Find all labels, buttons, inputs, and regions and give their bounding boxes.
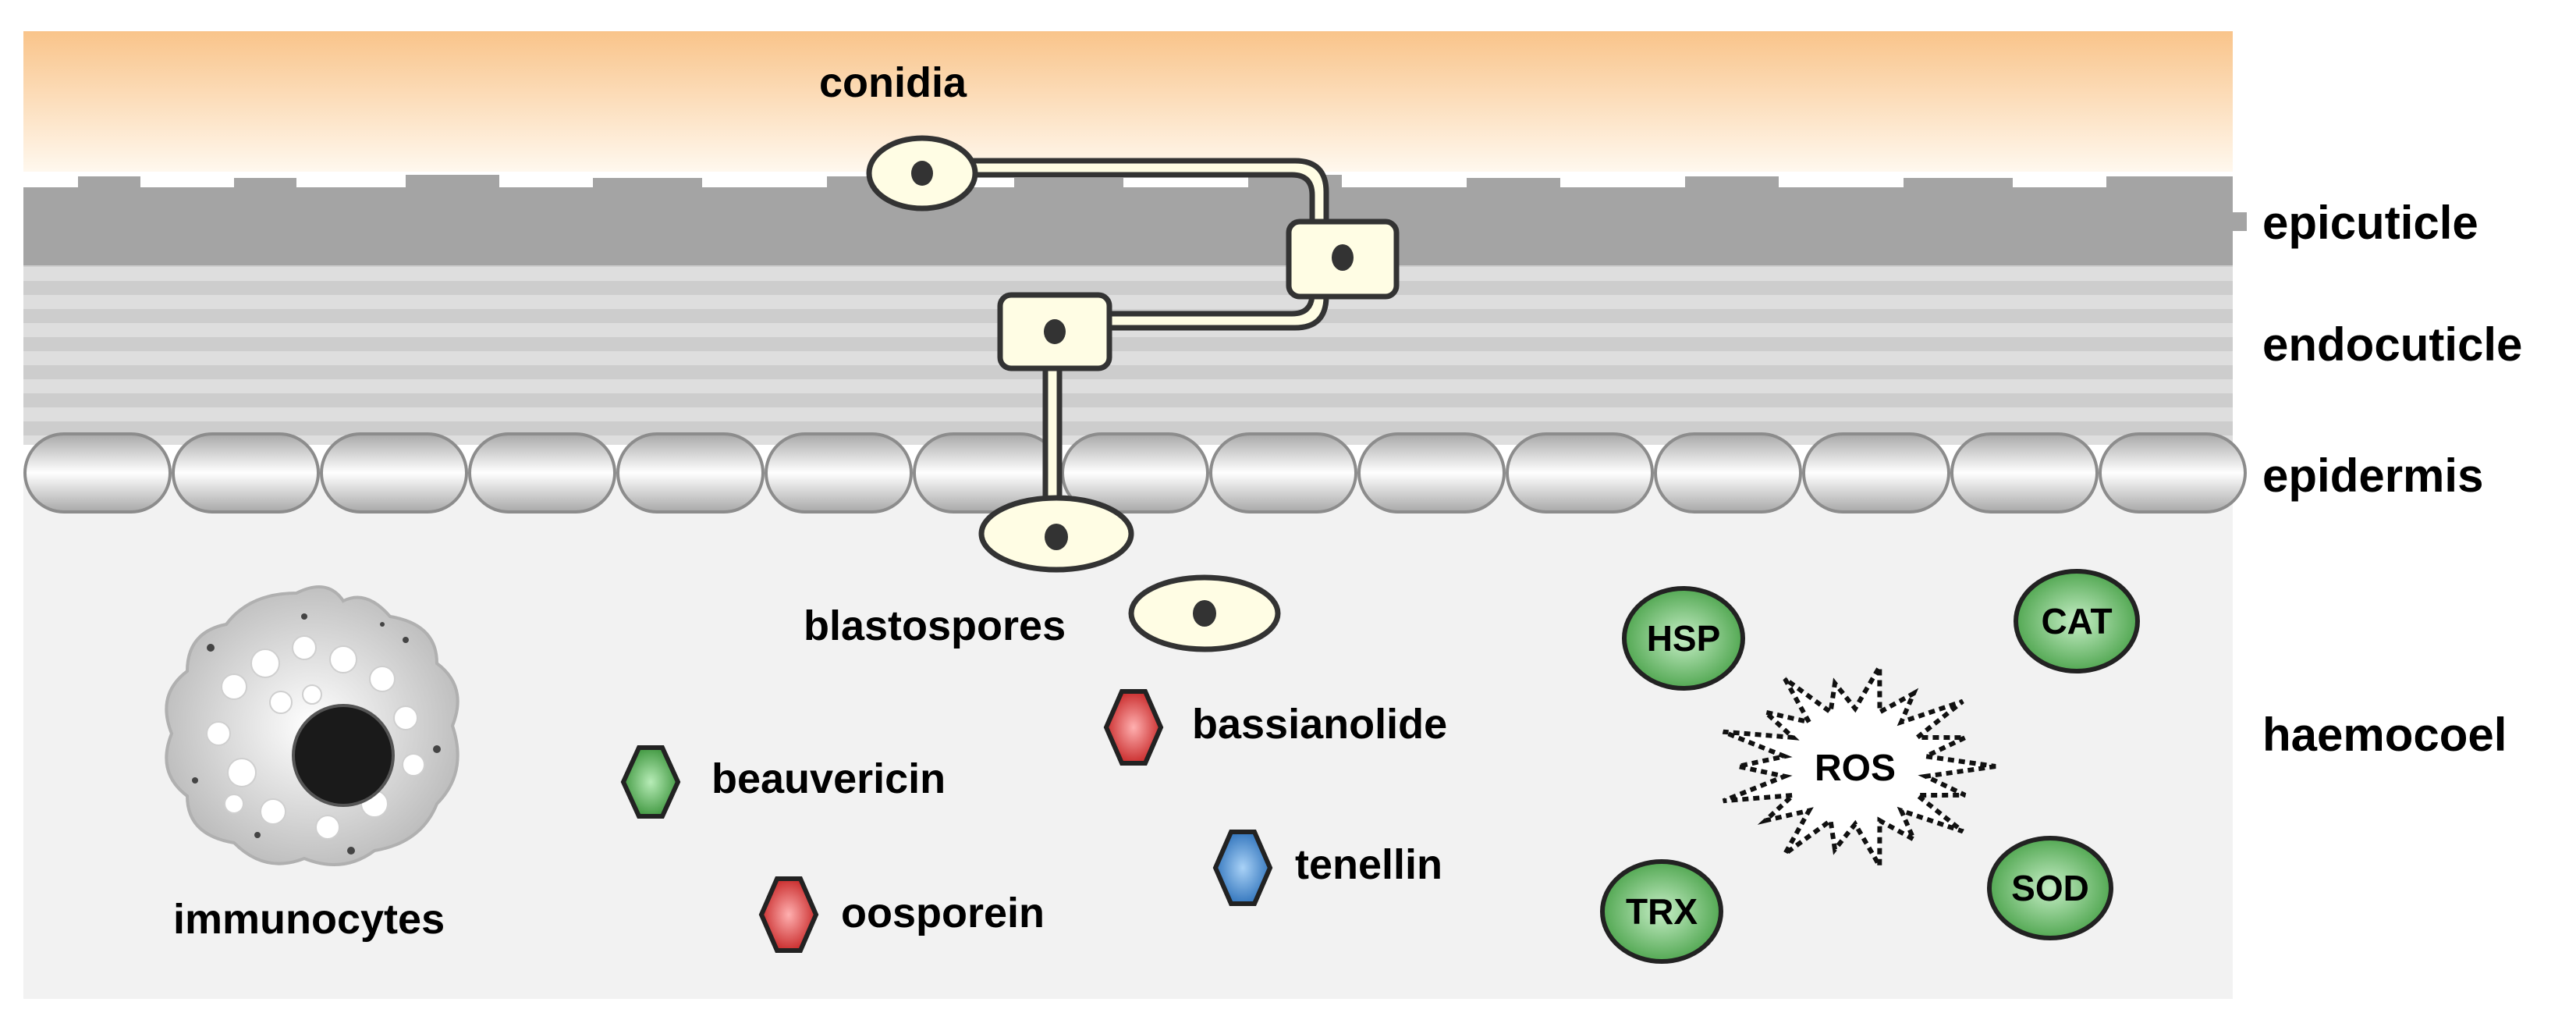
immunocyte-nucleus (292, 704, 395, 807)
bassianolide-hexagon (1103, 689, 1164, 766)
epidermis-cell (1654, 432, 1802, 514)
label-conidia: conidia (819, 59, 967, 106)
endocuticle-layer (23, 265, 2233, 445)
nucleus (1044, 319, 1066, 344)
cat-oval (2014, 569, 2140, 673)
label-blastospores: blastospores (804, 602, 1066, 649)
antioxidant-enzymes (1600, 569, 2140, 964)
epidermis-cell (1357, 432, 1506, 514)
epidermis-cell (320, 432, 468, 514)
label-beauvericin: beauvericin (711, 755, 946, 802)
trx-oval (1600, 859, 1723, 964)
nucleus (1045, 524, 1068, 550)
epidermis-cell (765, 432, 913, 514)
epidermis-cell (23, 432, 172, 514)
label-cat: CAT (2041, 601, 2112, 641)
label-epidermis: epidermis (2262, 450, 2483, 502)
label-immunocytes: immunocytes (173, 896, 445, 943)
label-sod: SOD (2011, 868, 2089, 908)
hsp-oval (1622, 586, 1745, 691)
labels: epicuticle endocuticle epidermis haemoco… (173, 59, 2522, 943)
epidermis-cell (616, 432, 765, 514)
metabolites (620, 689, 1273, 953)
label-ros: ROS (1815, 748, 1896, 789)
epidermis-cell (2099, 432, 2247, 514)
epidermis-cell (1209, 432, 1357, 514)
label-trx: TRX (1626, 891, 1698, 932)
sod-oval (1987, 836, 2113, 940)
epidermis-cells (23, 432, 2247, 514)
label-tenellin: tenellin (1295, 841, 1442, 888)
label-epicuticle: epicuticle (2262, 197, 2478, 249)
surface-gradient (23, 31, 2233, 172)
nucleus (911, 161, 933, 186)
oosporein-hexagon (758, 876, 819, 953)
beauvericin-hexagon (620, 745, 681, 819)
epidermis-cell (1950, 432, 2099, 514)
epidermis-cell (1506, 432, 1654, 514)
immunocyte-granules (206, 635, 425, 840)
label-oosporein: oosporein (841, 890, 1045, 936)
epidermis-cell (1061, 432, 1209, 514)
label-haemocoel: haemocoel (2262, 709, 2507, 761)
fungal-nuclei (911, 161, 1354, 627)
epidermis-cell (468, 432, 616, 514)
nucleus (1332, 244, 1354, 271)
epidermis-cell (1802, 432, 1950, 514)
ros-burst (1722, 658, 1996, 875)
immunocyte (165, 585, 459, 866)
epidermis-cell (172, 432, 320, 514)
tenellin-hexagon (1212, 830, 1273, 906)
label-bassianolide: bassianolide (1192, 701, 1447, 748)
immunocyte-specks (192, 613, 441, 855)
label-hsp: HSP (1647, 618, 1721, 659)
nucleus (1193, 600, 1216, 627)
epicuticle-layer (23, 175, 2247, 265)
label-endocuticle: endocuticle (2262, 318, 2522, 371)
